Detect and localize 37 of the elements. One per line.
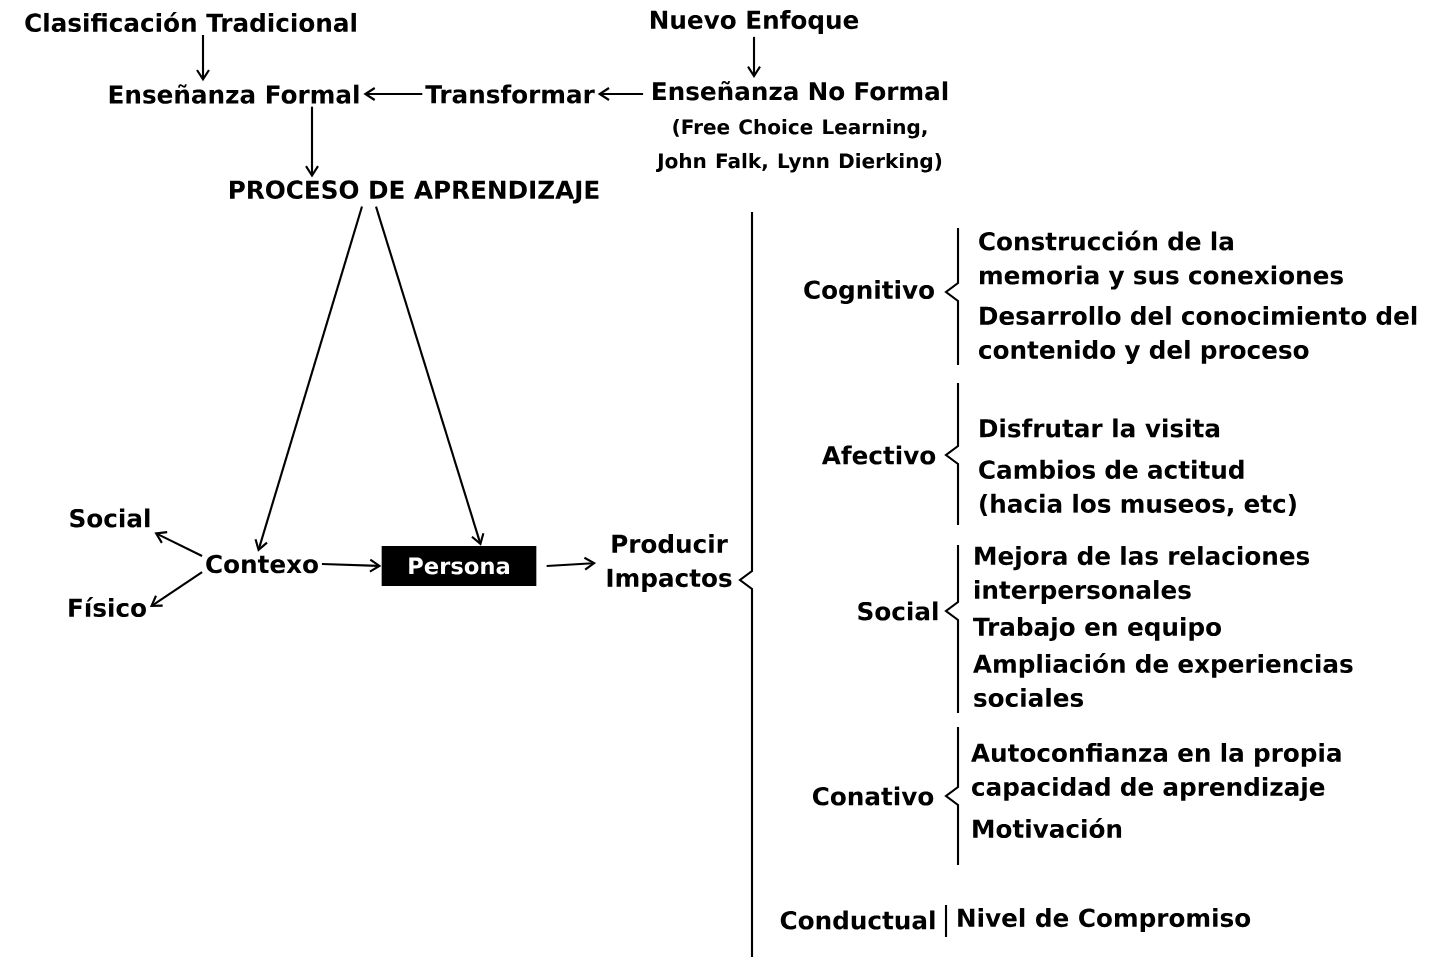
text-label: Contexo: [206, 554, 318, 574]
text-label: Motivación: [973, 817, 1122, 839]
arrow: [375, 206, 485, 546]
arrow: [321, 558, 382, 573]
arrow: [747, 36, 761, 78]
text-label: Disfrutar la visita: [980, 418, 1220, 438]
person-box: Persona: [381, 546, 537, 586]
text-label: Desarrollo del conocimiento del contenido y del proceso: [979, 305, 1417, 365]
arrow: [597, 87, 644, 101]
text-label: Enseñanza Formal: [109, 84, 359, 104]
text-label: PROCESO DE APRENDIZAJE: [230, 180, 599, 204]
text-label: Mejora de las relaciones interpersonales: [975, 546, 1310, 604]
arrow: [149, 571, 203, 607]
text-label: Clasificación Tradicional: [25, 11, 356, 33]
text-label: Físico: [69, 596, 146, 618]
arrow: [305, 106, 319, 178]
text-label: Autoconfianza en la propia capacidad de aprendizaje: [971, 742, 1341, 802]
text-label: Cognitivo: [804, 279, 934, 305]
text-label: Construcción de la memoria y sus conexiones: [979, 230, 1343, 290]
text-label: Transformar: [425, 84, 595, 104]
text-label: Enseñanza No Formal (Free Choice Learning, John Falk, Lynn Dierking): [653, 80, 948, 173]
text-label: Afectivo: [821, 445, 936, 465]
text-label: Trabajo en equipo: [973, 616, 1221, 642]
arrow: [196, 34, 210, 82]
text-label: Cambios de actitud (hacia los museos, etc): [979, 459, 1296, 517]
text-label: Nivel de Compromiso: [958, 908, 1251, 932]
text-label: Producir Impactos: [607, 534, 732, 592]
text-label: Ampliación de experiencias sociales: [973, 652, 1353, 708]
arrow: [254, 206, 364, 552]
text-label: Social: [70, 508, 150, 528]
text-label: Conativo: [813, 786, 934, 806]
text-label: Conductual: [780, 910, 935, 930]
text-label: Social: [858, 601, 938, 621]
arrow: [154, 531, 203, 557]
arrow: [546, 556, 597, 571]
text-label: Nuevo Enfoque: [651, 10, 859, 34]
arrow: [363, 87, 423, 101]
